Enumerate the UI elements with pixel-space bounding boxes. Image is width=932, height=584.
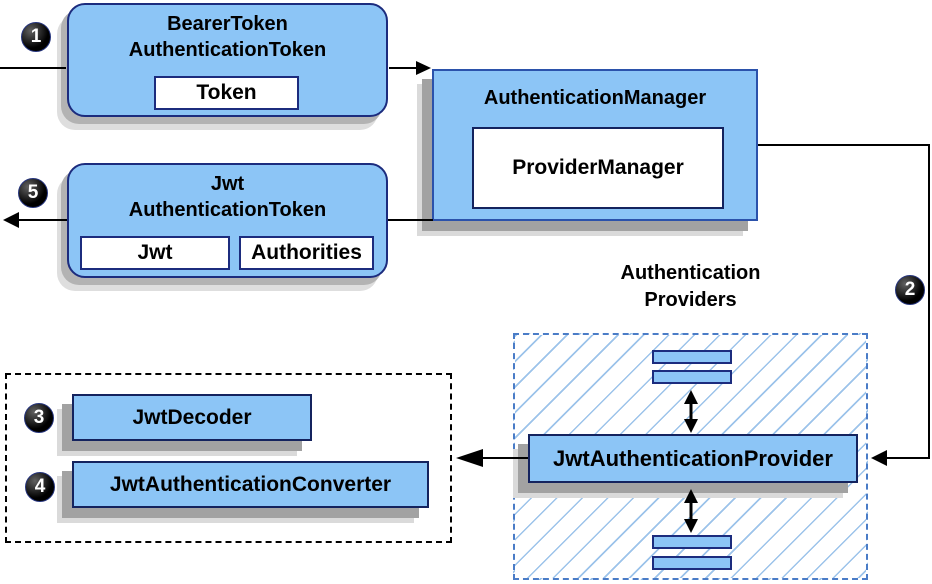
arrowhead-into-manager-icon <box>416 61 431 75</box>
step-2-badge: 2 <box>895 275 925 305</box>
decoder-converter-group-box <box>5 373 452 543</box>
step-1-badge: 1 <box>21 22 51 52</box>
authorities-chip: Authorities <box>239 236 374 270</box>
authentication-manager-node: AuthenticationManager ProviderManager <box>432 69 758 221</box>
authentication-providers-label-line2: Providers <box>644 289 737 311</box>
step-3-number: 3 <box>33 407 45 428</box>
provider-placeholder-bar-bottom-1 <box>652 535 732 549</box>
provider-placeholder-bar-top-1 <box>652 350 732 364</box>
bearer-token-title-line1: BearerToken <box>167 13 288 35</box>
jwt-chip: Jwt <box>80 236 230 270</box>
step-2-number: 2 <box>904 279 916 300</box>
jwt-token-title-line1: Jwt <box>210 173 245 195</box>
authentication-providers-label: Authentication Providers <box>513 260 868 314</box>
step-5-number: 5 <box>27 182 39 203</box>
arrowhead-into-provider-icon <box>871 450 887 466</box>
bearer-token-title-line2: AuthenticationToken <box>128 39 327 61</box>
provider-placeholder-bar-bottom-2 <box>652 556 732 570</box>
bearer-token-authentication-token-node: BearerToken AuthenticationToken Token <box>67 3 388 117</box>
provider-manager-chip: ProviderManager <box>472 127 724 209</box>
provider-placeholder-bar-top-2 <box>652 370 732 384</box>
arrowhead-outgoing-icon <box>3 212 19 228</box>
jwt-decoder-node: JwtDecoder <box>72 394 312 441</box>
jwt-authentication-provider-label: JwtAuthenticationProvider <box>553 445 833 471</box>
jwt-authentication-provider-node: JwtAuthenticationProvider <box>528 434 858 483</box>
jwt-authentication-converter-node: JwtAuthenticationConverter <box>72 461 429 508</box>
step-3-badge: 3 <box>24 403 54 433</box>
jwt-authentication-token-node: Jwt AuthenticationToken Jwt Authorities <box>67 163 388 278</box>
provider-manager-chip-label: ProviderManager <box>512 156 684 179</box>
token-chip: Token <box>154 76 299 110</box>
authorities-chip-label: Authorities <box>251 241 362 264</box>
jwt-chip-label: Jwt <box>137 241 173 264</box>
arrowhead-into-decoder-group-icon <box>456 449 483 467</box>
step-4-number: 4 <box>34 476 46 497</box>
step-1-number: 1 <box>30 26 42 47</box>
authentication-manager-title: AuthenticationManager <box>483 87 707 109</box>
step-4-badge: 4 <box>25 472 55 502</box>
token-chip-label: Token <box>196 81 257 104</box>
jwt-token-title-line2: AuthenticationToken <box>128 199 327 221</box>
authentication-providers-label-line1: Authentication <box>620 262 761 284</box>
step-5-badge: 5 <box>18 178 48 208</box>
jwt-authentication-converter-label: JwtAuthenticationConverter <box>109 472 392 496</box>
jwt-decoder-label: JwtDecoder <box>132 405 252 429</box>
